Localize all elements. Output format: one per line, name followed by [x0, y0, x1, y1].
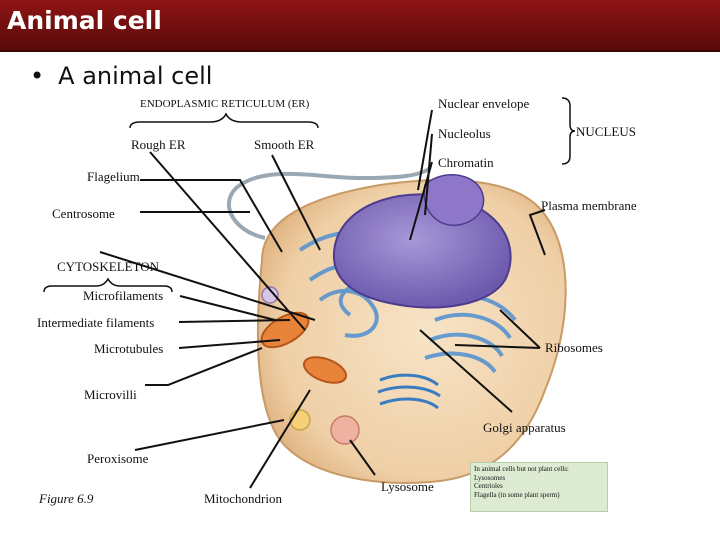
nucleolus-label: Nucleolus — [438, 126, 491, 141]
mitochondrion-label: Mitochondrion — [204, 491, 282, 506]
title-bar: Animal cell — [0, 0, 720, 52]
bullet-dot: • — [30, 62, 45, 90]
slide-title: Animal cell — [7, 6, 162, 35]
bullet-label: A animal cell — [58, 62, 213, 90]
rough-er-label: Rough ER — [131, 137, 186, 152]
chromatin-label: Chromatin — [438, 155, 494, 170]
flagellum-shape — [227, 166, 432, 240]
peroxisome-label: Peroxisome — [87, 451, 149, 466]
ribosomes-label: Ribosomes — [545, 340, 603, 355]
bullet-text: • A animal cell — [30, 62, 212, 90]
microvilli-label: Microvilli — [84, 387, 137, 402]
note-line: Flagella (in some plant sperm) — [474, 490, 560, 499]
er-label: ENDOPLASMIC RETICULUM (ER) — [140, 98, 310, 110]
peroxisome-shape — [289, 409, 311, 431]
microfilaments-label: Microfilaments — [83, 288, 164, 303]
note-line: In animal cells but not plant cells: — [474, 465, 569, 473]
plasma-membrane-label: Plasma membrane — [541, 198, 637, 213]
nucleus-label: NUCLEUS — [576, 124, 636, 139]
golgi-shape — [377, 373, 441, 410]
leader-lines — [99, 109, 546, 489]
note-line: Centrioles — [474, 482, 503, 490]
note-line: Lysosomes — [474, 473, 506, 482]
centrosome-shape — [261, 286, 279, 304]
nucleus-shape — [332, 193, 512, 309]
lysosome-shape — [330, 415, 360, 445]
lysosome-label: Lysosome — [381, 479, 434, 494]
golgi-label: Golgi apparatus — [483, 420, 566, 435]
microtubules-label: Microtubules — [94, 341, 164, 356]
nucleus-bracket — [561, 97, 576, 165]
intermediate-filaments-label: Intermediate filaments — [37, 315, 155, 330]
nucleolus-shape — [423, 174, 485, 226]
note-box: In animal cells but not plant cells: Lys… — [470, 462, 608, 512]
smooth-er-label: Smooth ER — [254, 137, 315, 152]
centrosome-label: Centrosome — [52, 206, 115, 221]
cytoskeleton-label: CYTOSKELETON — [57, 259, 160, 274]
figure-label: Figure 6.9 — [39, 491, 94, 506]
nuclear-envelope-label: Nuclear envelope — [438, 96, 530, 111]
flagelium-label: Flagelium — [87, 169, 140, 184]
er-bracket — [129, 112, 319, 129]
cytoskeleton-bracket — [43, 277, 173, 293]
mitochondrion-shape-2 — [302, 356, 348, 384]
